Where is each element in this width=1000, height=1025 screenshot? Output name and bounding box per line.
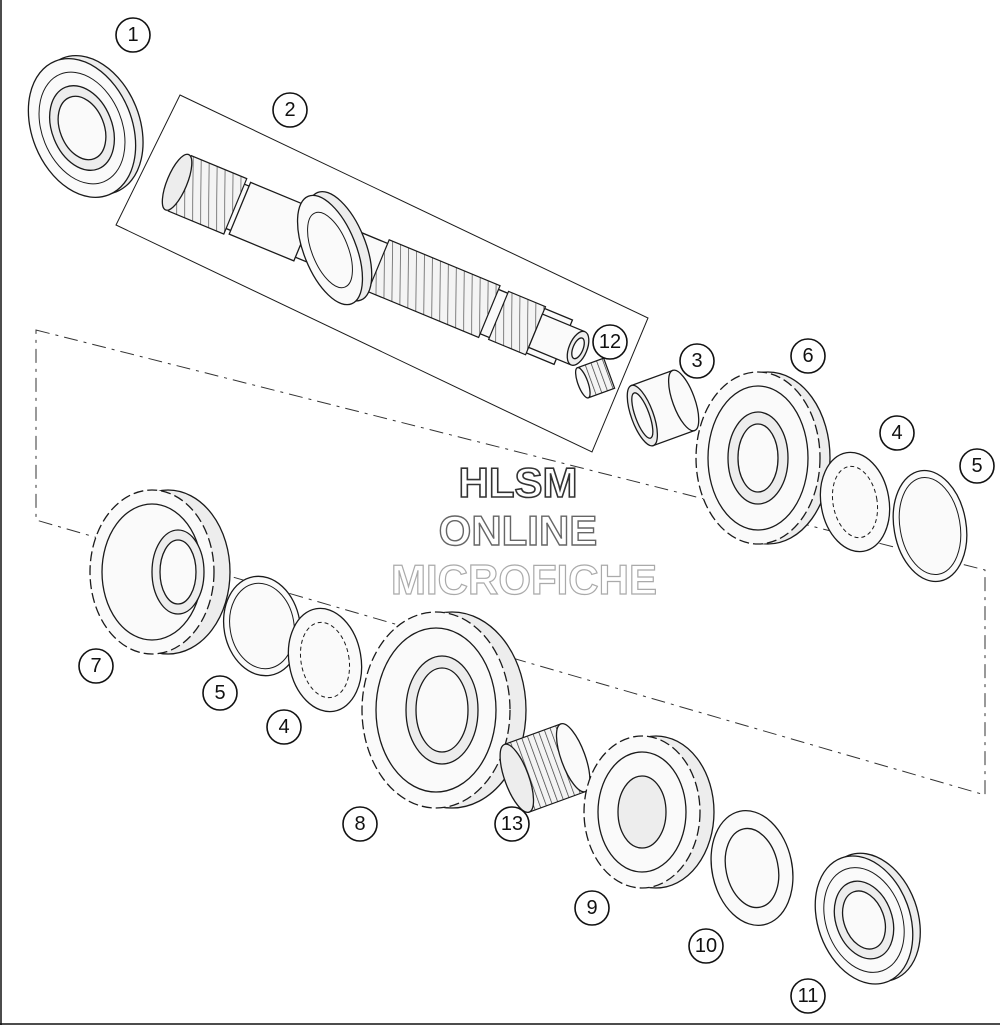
gear-9: [583, 735, 715, 889]
callout-4-upper: 4: [879, 415, 915, 451]
callout-5-upper-label: 5: [971, 455, 982, 477]
callout-4-lower: 4: [266, 709, 302, 745]
callout-11-label: 11: [798, 985, 819, 1007]
callout-13-label: 13: [501, 813, 523, 835]
splined-washer-upper: [819, 451, 891, 553]
splined-washer-lower: [287, 607, 363, 713]
callout-11: 11: [790, 978, 826, 1014]
gear-7: [89, 489, 231, 655]
ball-bearing-top: [27, 55, 144, 198]
callout-4-upper-label: 4: [891, 422, 902, 444]
main-shaft: [161, 153, 590, 366]
callout-7: 7: [78, 648, 114, 684]
callout-13: 13: [494, 806, 530, 842]
callout-5-upper: 5: [959, 448, 995, 484]
callout-3-label: 3: [691, 350, 702, 372]
callout-1: 1: [115, 17, 151, 53]
callout-12: 12: [592, 324, 628, 360]
callout-2-label: 2: [284, 99, 295, 121]
callout-10-label: 10: [695, 935, 717, 957]
gear-8: [361, 611, 527, 809]
callout-5-lower-label: 5: [214, 682, 225, 704]
callout-9-label: 9: [586, 897, 597, 919]
circlip-lower: [222, 575, 302, 677]
gear-6: [695, 371, 831, 545]
watermark-line-2: ONLINE: [439, 507, 598, 554]
callout-10: 10: [688, 928, 724, 964]
watermark: HLSM ONLINE MICROFICHE: [390, 458, 657, 603]
callout-5-lower: 5: [202, 675, 238, 711]
shaft-outline-box: [115, 94, 649, 453]
callout-3: 3: [679, 343, 715, 379]
callout-9: 9: [574, 890, 610, 926]
assembly-outline: [35, 329, 986, 796]
bushing: [626, 369, 700, 447]
callout-8-label: 8: [354, 813, 365, 835]
thrust-washer: [710, 810, 794, 926]
shaft-integral-gear: [296, 190, 373, 306]
ball-bearing-bottom: [814, 852, 921, 985]
callout-1-label: 1: [127, 24, 138, 46]
callout-8: 8: [342, 806, 378, 842]
callout-7-label: 7: [90, 655, 101, 677]
callout-12-label: 12: [599, 331, 621, 353]
needle-bearing: [499, 723, 591, 813]
callout-4-lower-label: 4: [278, 716, 289, 738]
circlip-upper: [892, 469, 968, 583]
watermark-line-1: HLSM: [459, 459, 578, 506]
callout-6-label: 6: [802, 345, 813, 367]
callout-6: 6: [790, 338, 826, 374]
watermark-line-3: MICROFICHE: [391, 556, 657, 603]
needle-sleeve-small: [574, 357, 616, 399]
callout-2: 2: [272, 92, 308, 128]
